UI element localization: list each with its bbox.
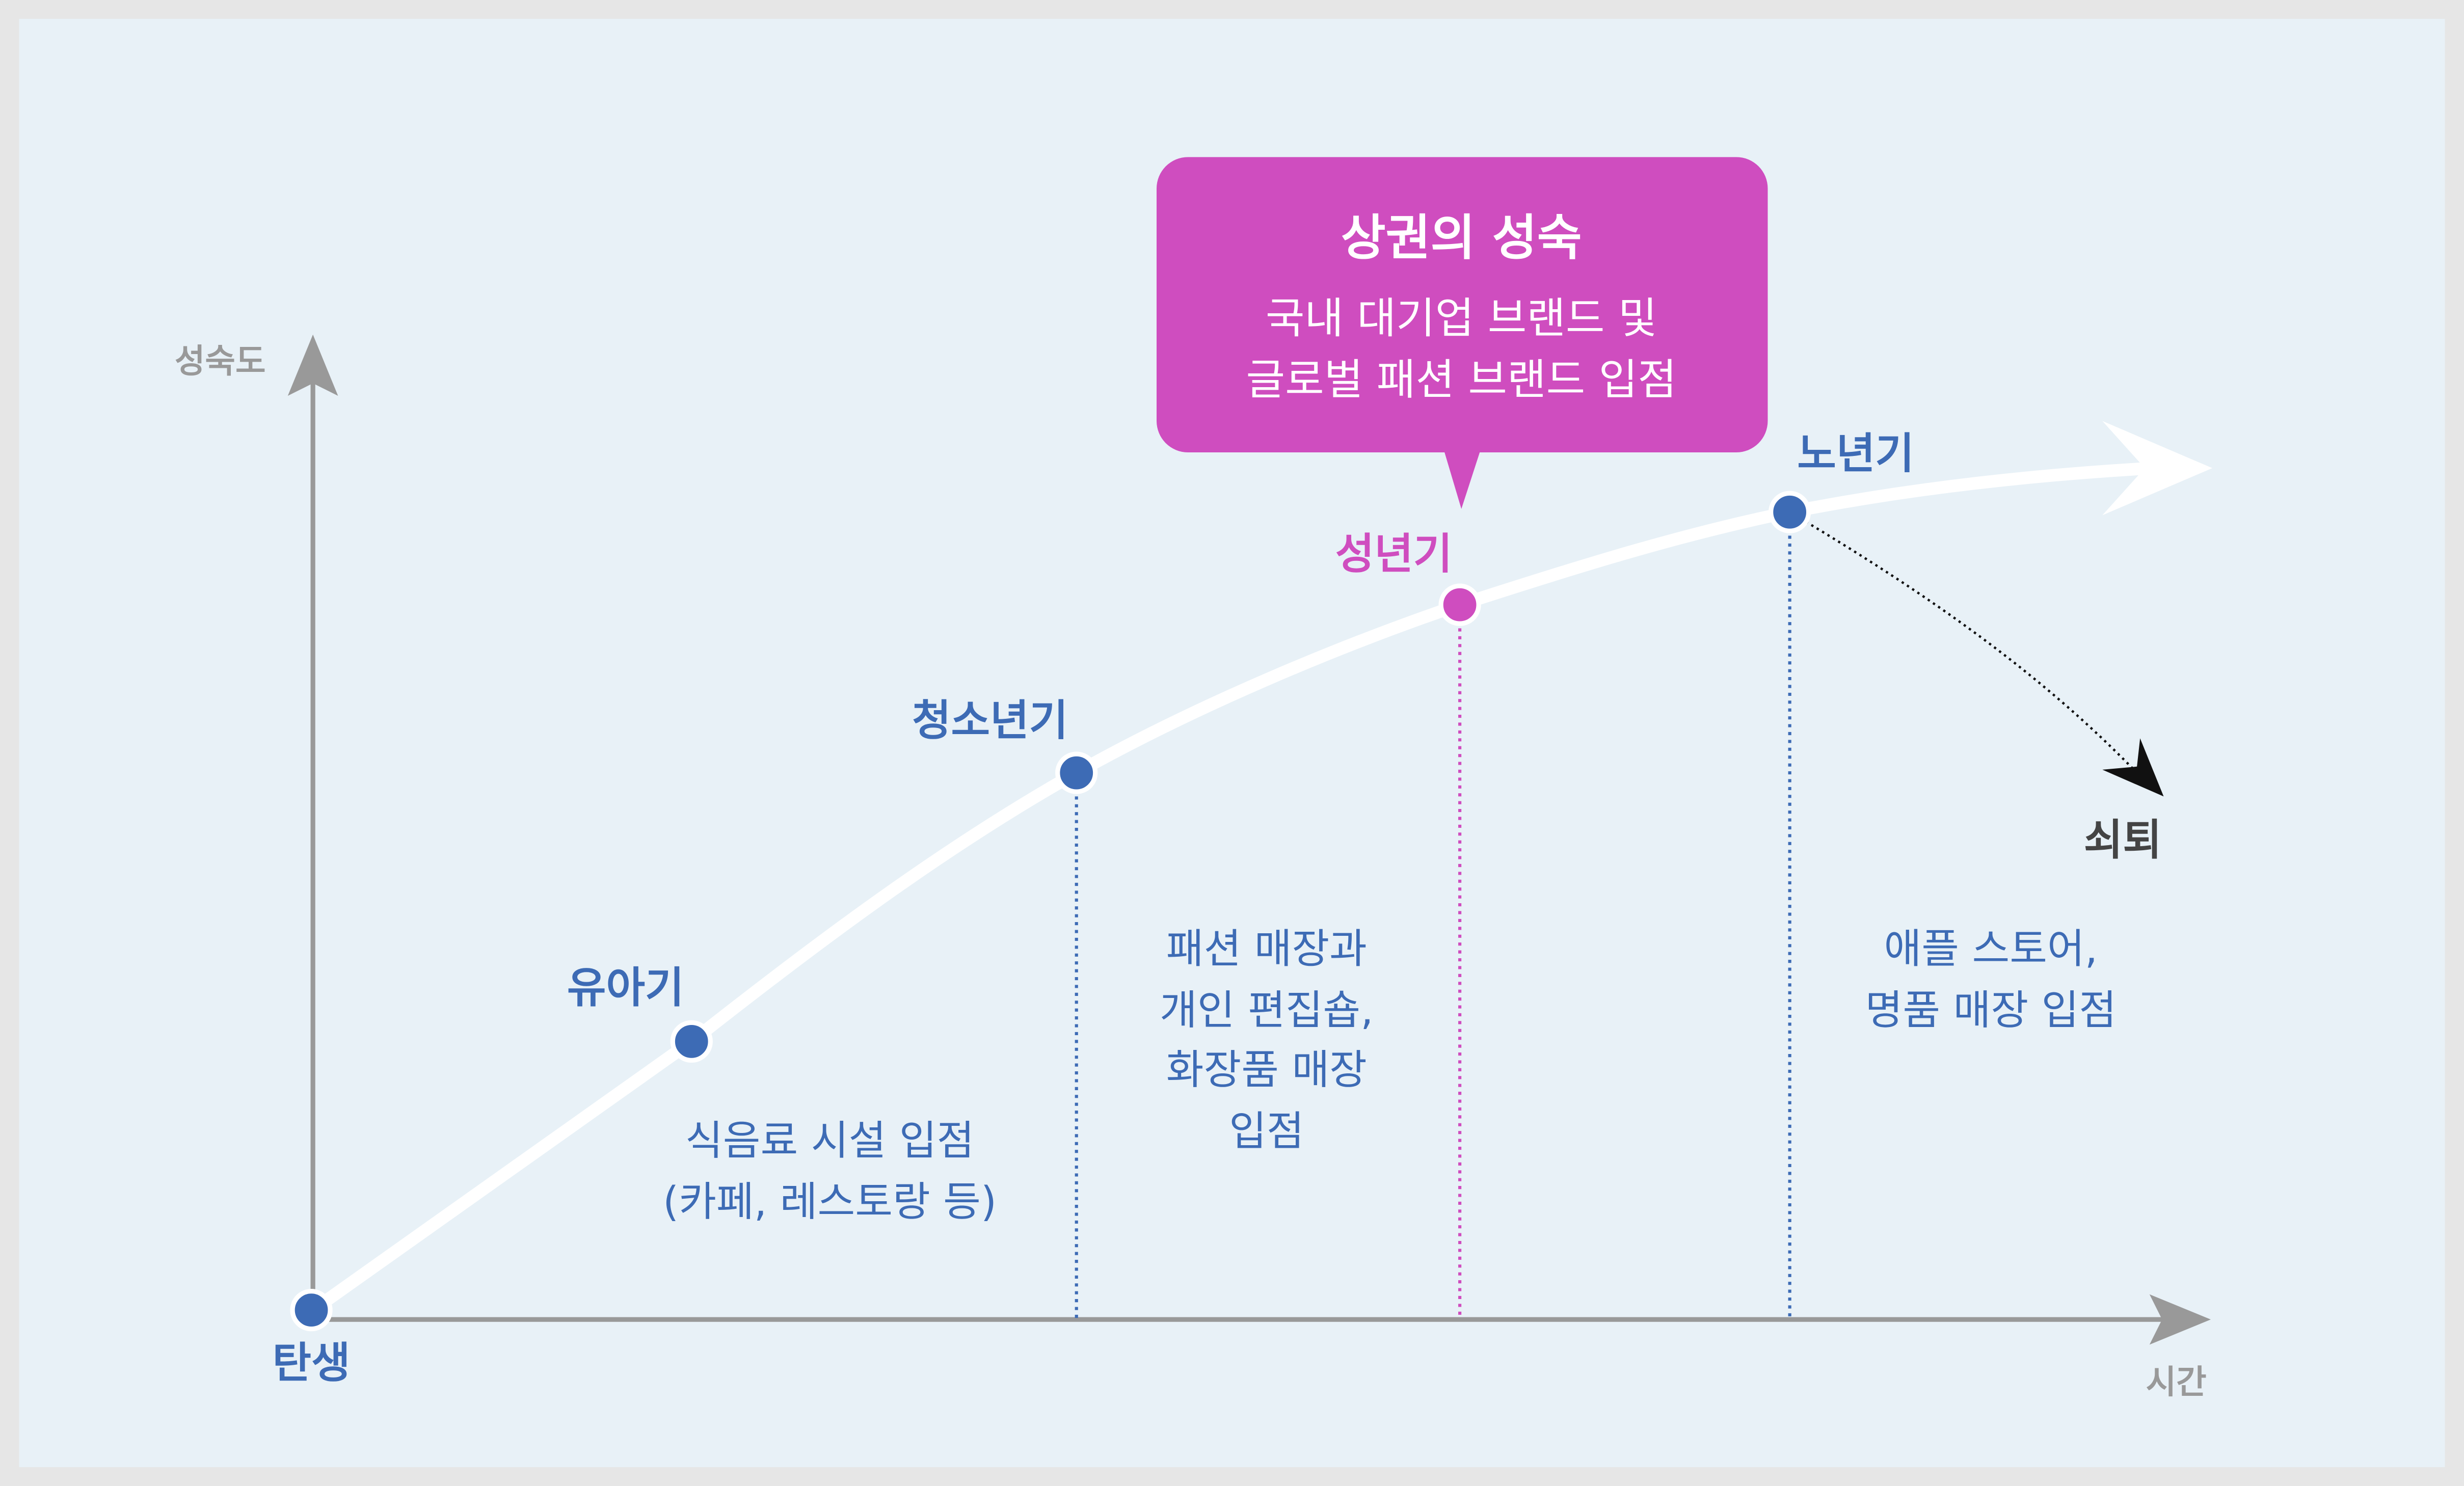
x-axis-arrow-icon bbox=[2149, 1294, 2211, 1345]
point-old-age bbox=[1769, 491, 1811, 533]
description-line: 패션 매장과 bbox=[1166, 925, 1367, 972]
point-adulthood bbox=[1438, 583, 1481, 626]
decline-curve bbox=[1789, 511, 2138, 774]
description-line: 애플 스토어, bbox=[1884, 925, 2098, 972]
description-line: 입점 bbox=[1229, 1107, 1304, 1155]
description-infancy: 식음료 시설 입점 (카페, 레스토랑 등) bbox=[663, 1117, 997, 1225]
callout-pointer bbox=[1444, 450, 1481, 509]
description-adolescence: 패션 매장과 개인 편집숍, 화장품 매장 입점 bbox=[1160, 925, 1374, 1155]
callout-title: 상권의 성숙 bbox=[1341, 209, 1582, 266]
y-axis-arrow-icon bbox=[287, 334, 338, 396]
callout-maturity: 상권의 성숙 국내 대기업 브랜드 및 글로벌 패션 브랜드 입점 bbox=[1156, 157, 1768, 509]
point-birth bbox=[290, 1289, 333, 1332]
stage-label-adulthood: 성년기 bbox=[1335, 529, 1453, 579]
description-old-age: 애플 스토어, 명품 매장 입점 bbox=[1865, 925, 2117, 1034]
point-adolescence bbox=[1055, 751, 1098, 794]
description-line: 화장품 매장 bbox=[1166, 1046, 1367, 1094]
stage-points bbox=[290, 491, 1811, 1332]
growth-curve bbox=[306, 462, 2159, 1316]
stage-label-adolescence: 청소년기 bbox=[912, 696, 1068, 745]
y-axis: 성숙도 bbox=[175, 334, 338, 1310]
point-infancy bbox=[670, 1020, 713, 1063]
decline-arrow-icon bbox=[2102, 738, 2164, 797]
description-line: 명품 매장 입점 bbox=[1865, 986, 2117, 1034]
decline-label: 쇠퇴 bbox=[2084, 815, 2162, 864]
callout-line: 국내 대기업 브랜드 및 bbox=[1266, 294, 1657, 343]
x-axis: 시간 bbox=[313, 1294, 2211, 1401]
description-line: (카페, 레스토랑 등) bbox=[663, 1178, 997, 1226]
stage-label-infancy: 유아기 bbox=[567, 963, 684, 1012]
stage-label-old-age: 노년기 bbox=[1797, 429, 1914, 478]
stage-label-birth: 탄생 bbox=[272, 1338, 350, 1388]
description-line: 개인 편집숍, bbox=[1160, 986, 1374, 1034]
x-axis-label: 시간 bbox=[2146, 1363, 2207, 1401]
callout-line: 글로벌 패션 브랜드 입점 bbox=[1246, 355, 1677, 404]
y-axis-label: 성숙도 bbox=[175, 342, 266, 381]
description-line: 식음료 시설 입점 bbox=[685, 1117, 974, 1164]
growth-arrow-icon bbox=[2102, 421, 2213, 516]
